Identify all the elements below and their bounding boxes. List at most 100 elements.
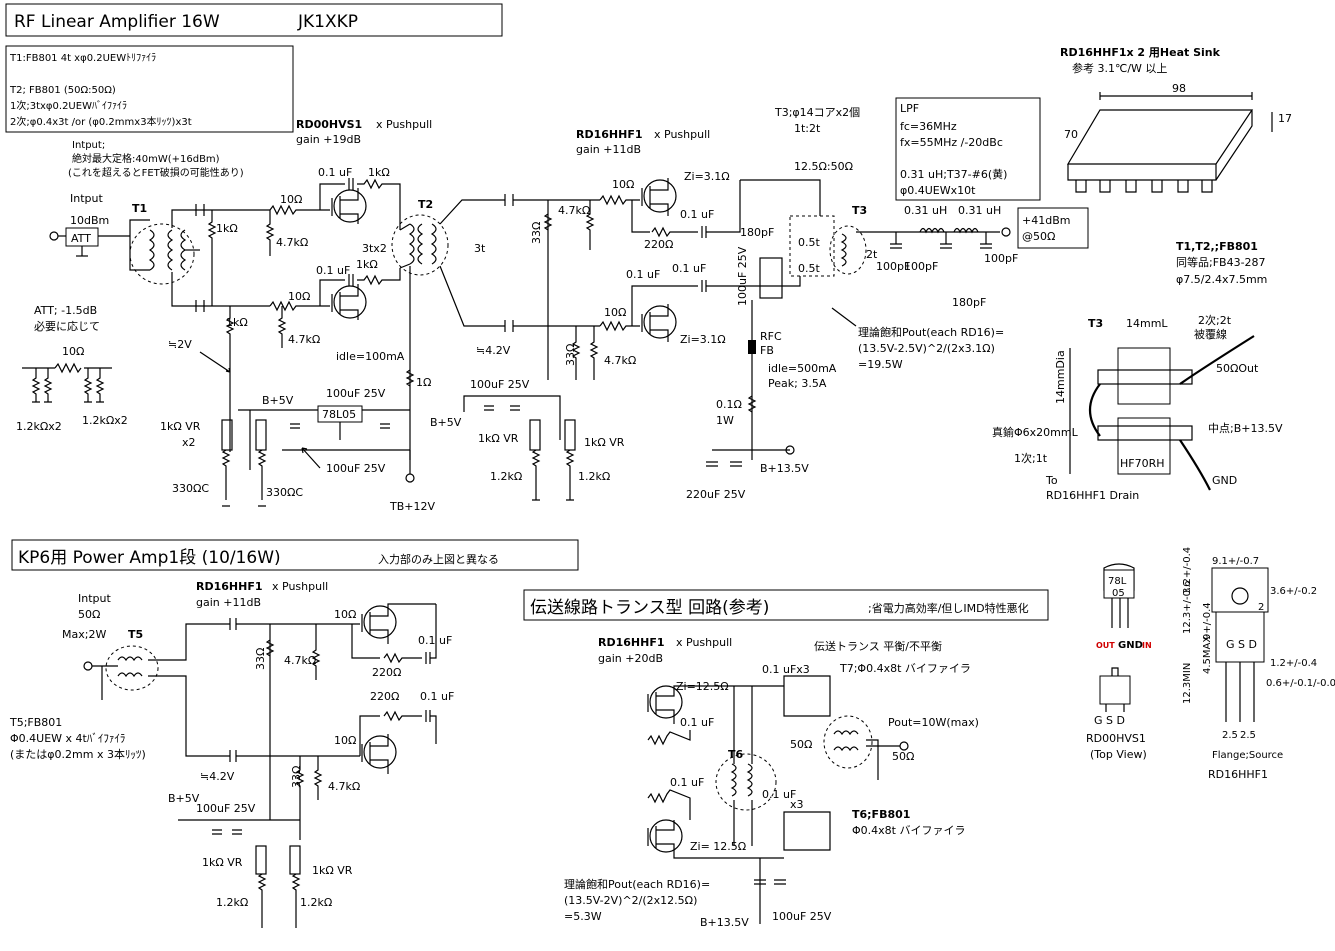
- t5-transformer: [105, 645, 159, 691]
- tline-pout-note-2: (13.5V-2V)^2/(2x12.5Ω): [564, 894, 697, 907]
- pkg-out: OUT: [1096, 641, 1115, 650]
- t3-detail-pri: 1次;1t: [1014, 451, 1048, 465]
- stage1-c-reg: 100uF 25V: [326, 387, 386, 400]
- stage2-c-drain: 100uF 25V: [736, 246, 749, 306]
- kp6-vr: 1kΩ VR: [202, 856, 243, 869]
- input-jack: [49, 231, 59, 241]
- t7-transformer: [823, 715, 873, 769]
- stage2-mode: x Pushpull: [654, 128, 710, 141]
- stage2-c-bias: 100uF 25V: [470, 378, 530, 391]
- stage2-vgs: ≒4.2V: [476, 344, 511, 357]
- stage1-r-gs-top: 4.7kΩ: [276, 236, 308, 249]
- stage1-c-reg2: 100uF 25V: [326, 462, 386, 475]
- title-box: [5, 3, 503, 37]
- kp6-c01b: 0.1 uF: [420, 690, 454, 703]
- pkg-gsd2: G S D: [1226, 638, 1257, 651]
- lpf-c2: 100pF: [876, 260, 910, 273]
- rd16-package-tab: [1211, 567, 1269, 613]
- ferrite-alt: 同等品;FB43-287: [1176, 255, 1266, 269]
- stage2-gain: gain +11dB: [576, 143, 641, 156]
- stage1-r-in-top: 10Ω: [280, 193, 302, 206]
- kp6-t5-note-3: (またはφ0.2mm x 3本ﾘｯﾂ): [10, 747, 146, 761]
- heatsink-w: 98: [1172, 82, 1186, 95]
- t3-transformer: [829, 225, 867, 275]
- stage1-b5v: B+5V: [262, 394, 294, 407]
- stage2-r01w: 1W: [716, 414, 734, 427]
- t3-detail-sec: 2次;2t: [1198, 313, 1232, 327]
- tline-imp50b: 50Ω: [892, 750, 914, 763]
- note-t2-primary: 1次;3txφ0.2UEWﾊﾞｲﾌｧｲﾗ: [10, 99, 127, 112]
- output-imp: @50Ω: [1022, 230, 1055, 243]
- pkg-rd00: RD00HVS1: [1086, 732, 1146, 745]
- heatsink-note: 参考 3.1℃/W 以上: [1072, 61, 1167, 75]
- stage2-peak: Peak; 3.5A: [768, 377, 827, 390]
- stage1-r-vr: 330ΩC: [172, 482, 209, 495]
- pkg-dim-4: 2: [1258, 602, 1264, 613]
- kp6-r12: 1.2kΩ: [216, 896, 248, 909]
- tline-title: 伝送線路トランス型 回路(参考): [530, 598, 769, 618]
- t3-ratio: 1t:2t: [794, 122, 821, 135]
- input-rating-label: Intput;: [72, 140, 105, 151]
- pkg-dim-5: 12.3+/-0.6: [1182, 580, 1193, 634]
- stage2-vr2: 1kΩ VR: [584, 436, 625, 449]
- t3-detail-drain: RD16HHF1 Drain: [1046, 489, 1139, 502]
- kp6-r47: 4.7kΩ: [284, 654, 316, 667]
- stage2-c-fb-top: 0.1 uF: [680, 208, 714, 221]
- stage1-fet-bot: [333, 285, 367, 319]
- stage1-c-fb-top: 0.1 uF: [318, 166, 352, 179]
- t3-detail-gnd: GND: [1212, 474, 1237, 487]
- input-rating-value: 絶対最大定格:40mW(+16dBm): [72, 152, 220, 165]
- tline-mode: x Pushpull: [676, 636, 732, 649]
- tline-imp50: 50Ω: [790, 738, 812, 751]
- stage1-fet-top: [333, 189, 367, 223]
- rd00-package: [1099, 675, 1131, 705]
- regulator-label: 78L05: [322, 408, 356, 421]
- t3-detail-center: 中点;B+13.5V: [1208, 422, 1283, 435]
- t2-transformer: [391, 214, 449, 276]
- pkg-gnd: GND: [1118, 640, 1143, 651]
- t3-core: T3;φ14コアx2個: [774, 106, 860, 119]
- stage1-tb12: TB+12V: [389, 500, 435, 513]
- t1-label: T1: [132, 202, 147, 215]
- kp6-r10: 10Ω: [334, 608, 356, 621]
- kp6-input-jack: [83, 661, 93, 671]
- pkg-dim-1: 9.1+/-0.7: [1212, 556, 1259, 567]
- stage2-b5v: B+5V: [430, 416, 462, 429]
- stage2-r01: 0.1Ω: [716, 398, 742, 411]
- kp6-r33: 33Ω: [254, 648, 267, 670]
- t3-detail-label: T3: [1088, 317, 1103, 330]
- pkg-flange: Flange;Source: [1212, 750, 1283, 761]
- pkg-rd16: RD16HHF1: [1208, 768, 1268, 781]
- note-t2-secondary: 2次;φ0.4x3t /or (φ0.2mmx3本ﾘｯﾂ)x3t: [10, 115, 192, 128]
- stage1-c-fb-bot: 0.1 uF: [316, 264, 350, 277]
- tline-pout: Pout=10W(max): [888, 716, 979, 729]
- pkg-reg2: 05: [1112, 588, 1125, 599]
- att-right-r: 1.2kΩx2: [82, 414, 128, 427]
- t3-detail-core-top: [1117, 347, 1171, 405]
- t3-detail-brass: 真鍮Φ6x20mmL: [992, 425, 1079, 439]
- tline-c-bot: 0.1 uF: [670, 776, 704, 789]
- heatsink-drawing: [1066, 109, 1254, 181]
- stage1-device: RD00HVS1: [296, 118, 362, 131]
- pout-note-1: 理論飽和Pout(each RD16)=: [858, 325, 1004, 339]
- tline-fet-top: [649, 685, 683, 719]
- pkg-dim-11: 2.5: [1222, 730, 1238, 741]
- kp6-title: KP6用 Power Amp1段 (10/16W): [18, 548, 281, 568]
- output-jack: [1001, 227, 1011, 237]
- stage1-vgs: ≒2V: [168, 338, 192, 351]
- heatsink-d: 70: [1064, 128, 1078, 141]
- output-level: +41dBm: [1022, 214, 1070, 227]
- stage2-r-gate-bot: 10Ω: [604, 306, 626, 319]
- tline-c100: 100uF 25V: [772, 910, 832, 923]
- stage1-r-in-bot: 10Ω: [288, 290, 310, 303]
- ferrite-title: T1,T2,;FB801: [1176, 240, 1258, 253]
- heatsink-title: RD16HHF1x 2 用Heat Sink: [1060, 46, 1221, 59]
- note-t1: T1:FB801 4t xφ0.2UEWﾄﾘﾌｧｲﾗ: [9, 53, 156, 64]
- stage2-r-gs-bot: 4.7kΩ: [604, 354, 636, 367]
- tline-x3: x3: [790, 798, 804, 811]
- tline-zi-top: Zi=12.5Ω: [676, 680, 729, 693]
- t3-label: T3: [852, 204, 867, 217]
- lpf-c4: 180pF: [952, 296, 986, 309]
- callsign: JK1XKP: [297, 12, 358, 32]
- stage2-fb: FB: [760, 344, 774, 357]
